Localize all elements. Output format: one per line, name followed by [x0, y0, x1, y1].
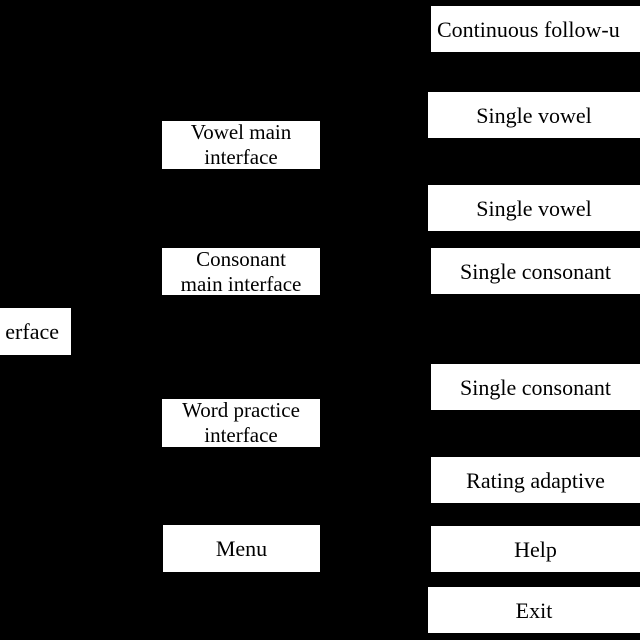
node-consonant-main-interface-label: Consonant main interface [180, 248, 302, 295]
node-single-consonant-1: Single consonant [431, 248, 640, 294]
node-single-consonant-2: Single consonant [431, 364, 640, 410]
node-exit: Exit [428, 587, 640, 633]
node-single-consonant-1-label: Single consonant [460, 258, 611, 284]
node-rating-adaptive: Rating adaptive [431, 457, 640, 503]
node-single-consonant-2-label: Single consonant [460, 374, 611, 400]
node-vowel-main-interface: Vowel main interface [162, 121, 320, 169]
node-root-interface: erface [0, 308, 71, 355]
node-vowel-main-interface-label: Vowel main interface [190, 121, 292, 169]
node-help-label: Help [514, 536, 557, 562]
node-word-practice-interface-label: Word practice interface [182, 399, 300, 447]
node-root-interface-label: erface [5, 319, 59, 344]
node-menu: Menu [163, 525, 320, 572]
node-single-vowel-1: Single vowel [428, 92, 640, 138]
node-single-vowel-2-label: Single vowel [476, 195, 592, 221]
node-word-practice-interface: Word practice interface [162, 399, 320, 447]
node-menu-label: Menu [215, 536, 268, 561]
node-continuous-follow-up: Continuous follow-u [431, 6, 640, 52]
node-single-vowel-2: Single vowel [428, 185, 640, 231]
node-exit-label: Exit [515, 597, 553, 623]
node-consonant-main-interface: Consonant main interface [162, 248, 320, 295]
node-help: Help [431, 526, 640, 572]
node-single-vowel-1-label: Single vowel [476, 102, 592, 128]
node-rating-adaptive-label: Rating adaptive [466, 467, 605, 493]
node-continuous-follow-up-label: Continuous follow-u [437, 16, 620, 42]
